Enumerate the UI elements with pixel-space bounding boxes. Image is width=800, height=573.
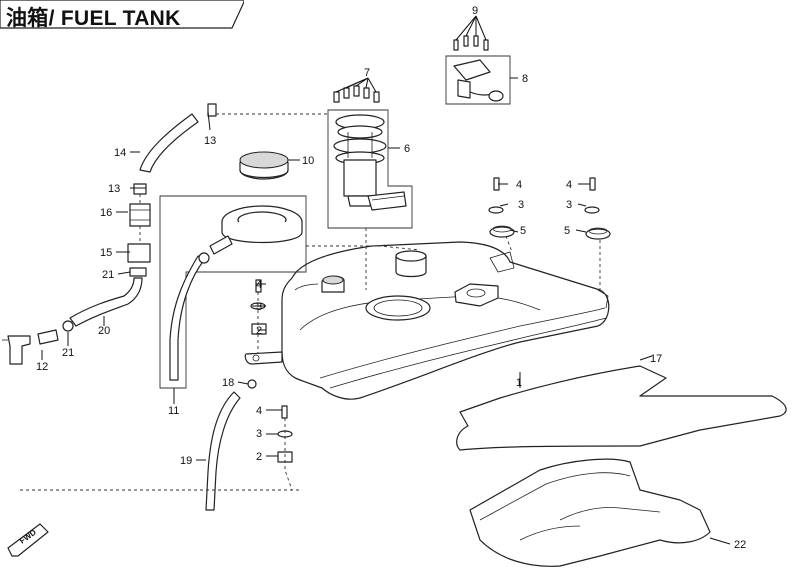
callout-6: 6 — [404, 143, 410, 155]
callout-3: 3 — [256, 428, 262, 440]
callout-15: 15 — [100, 247, 112, 259]
callout-7: 7 — [364, 67, 370, 79]
title-box: 油箱/ FUEL TANK — [0, 0, 244, 30]
title-frame — [0, 0, 244, 29]
callout-4: 4 — [256, 279, 262, 291]
callout-13: 13 — [108, 183, 120, 195]
callout-21: 21 — [62, 347, 74, 359]
vent-hose — [139, 103, 217, 173]
fuel-filter — [127, 183, 151, 277]
callout-2: 2 — [256, 325, 262, 337]
fuel-hose — [2, 277, 143, 365]
callout-9: 9 — [472, 5, 478, 17]
callout-4: 4 — [566, 179, 572, 191]
callout-8: 8 — [522, 73, 528, 85]
mount-stack-lower — [277, 405, 293, 463]
filler-neck — [159, 195, 307, 389]
return-hose — [205, 379, 257, 511]
fwd-arrow: FWD — [7, 523, 49, 557]
callout-3: 3 — [256, 301, 262, 313]
mount-stack-right — [584, 177, 611, 240]
fuel-pump — [327, 109, 413, 229]
callout-21: 21 — [102, 269, 114, 281]
callout-2: 2 — [256, 451, 262, 463]
callout-3: 3 — [518, 199, 524, 211]
callout-4: 4 — [516, 179, 522, 191]
callout-13: 13 — [204, 135, 216, 147]
callout-3: 3 — [566, 199, 572, 211]
pump-screws — [333, 85, 380, 103]
fuel-tank — [244, 241, 610, 400]
leader-lines — [41, 15, 731, 545]
mount-stack-mid — [488, 177, 515, 238]
callout-11: 11 — [168, 405, 179, 417]
callout-1: 1 — [516, 377, 522, 389]
callout-12: 12 — [36, 361, 48, 373]
callout-20: 20 — [98, 325, 110, 337]
heat-shield — [456, 365, 787, 451]
callout-5: 5 — [520, 225, 526, 237]
callout-4: 4 — [256, 405, 262, 417]
callout-5: 5 — [564, 225, 570, 237]
callout-16: 16 — [100, 207, 112, 219]
reference-lines — [20, 113, 601, 491]
level-sensor — [445, 35, 511, 105]
fuel-cap — [239, 151, 289, 180]
callout-18: 18 — [222, 377, 234, 389]
callout-22: 22 — [734, 539, 746, 551]
callout-14: 14 — [114, 147, 126, 159]
page-title: 油箱/ FUEL TANK — [6, 7, 181, 30]
callout-19: 19 — [180, 455, 192, 467]
callout-10: 10 — [302, 155, 314, 167]
callout-labels: 1 2 2 3 3 3 3 4 4 4 4 5 5 6 7 8 9 10 11 … — [36, 5, 746, 551]
skid-plate — [469, 458, 711, 567]
callout-17: 17 — [650, 353, 662, 365]
